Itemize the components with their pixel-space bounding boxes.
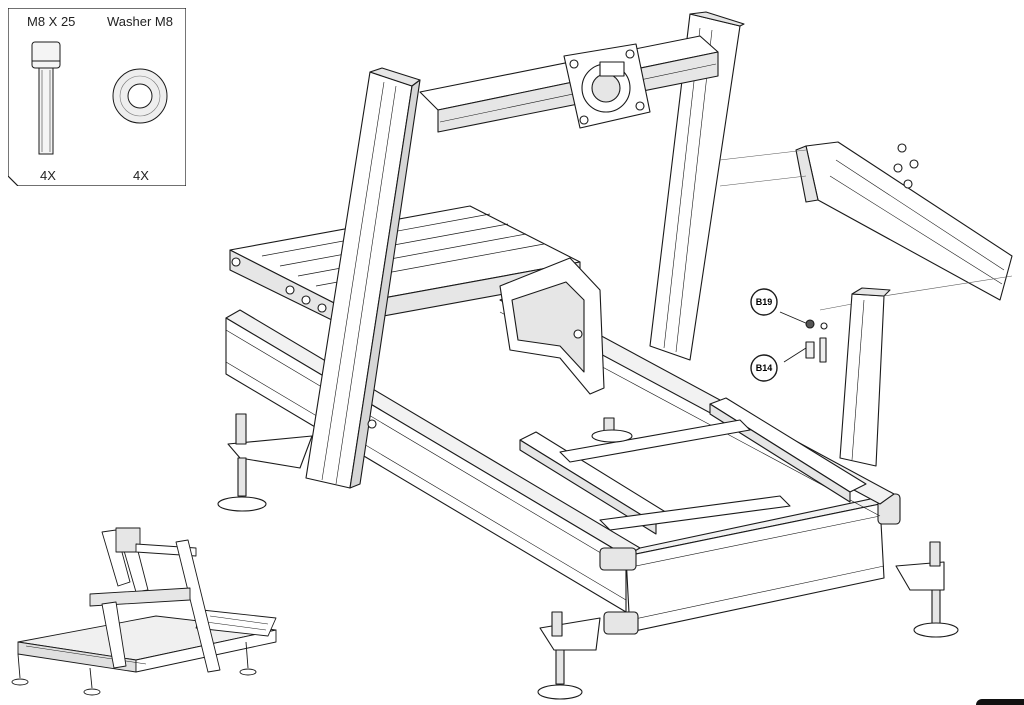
pedal-side-bracket [499, 257, 605, 395]
base-front-rail [599, 493, 901, 635]
foot-left [217, 413, 313, 512]
callout-label-b19: B19 [756, 297, 773, 307]
callout-label-b14: B14 [756, 363, 773, 373]
exploded-side-arm [719, 141, 1013, 301]
part-name-washer: Washer M8 [107, 14, 173, 29]
exploded-small-post [819, 275, 1013, 467]
part-qty-screw: 4X [40, 168, 56, 183]
parts-box-frame [7, 7, 187, 187]
part-qty-washer: 4X [133, 168, 149, 183]
foot-front-right [895, 541, 959, 638]
callout-washer-part [805, 319, 828, 330]
foot-front-left [537, 611, 601, 700]
callout-screw-part [805, 337, 827, 363]
part-name-screw: M8 X 25 [27, 14, 76, 29]
page-corner-tab [976, 699, 1024, 705]
adjustable-feet [217, 413, 959, 700]
callout-bubble-b14: B14 [750, 354, 778, 382]
callout-bubble-b19: B19 [750, 288, 778, 316]
foot-middle-back [591, 417, 633, 443]
exploded-screws-top [893, 143, 919, 189]
front-upright [305, 67, 421, 489]
wheel-mount-plate [563, 43, 651, 129]
wheel-deck-beam [419, 35, 719, 133]
parts-box: M8 X 25 Washer M8 4X 4X [7, 7, 187, 187]
assembled-reference-thumbnail [11, 527, 277, 696]
washer-icon [112, 68, 168, 124]
inner-cross-members [519, 397, 867, 535]
cap-screw-icon [31, 41, 61, 155]
